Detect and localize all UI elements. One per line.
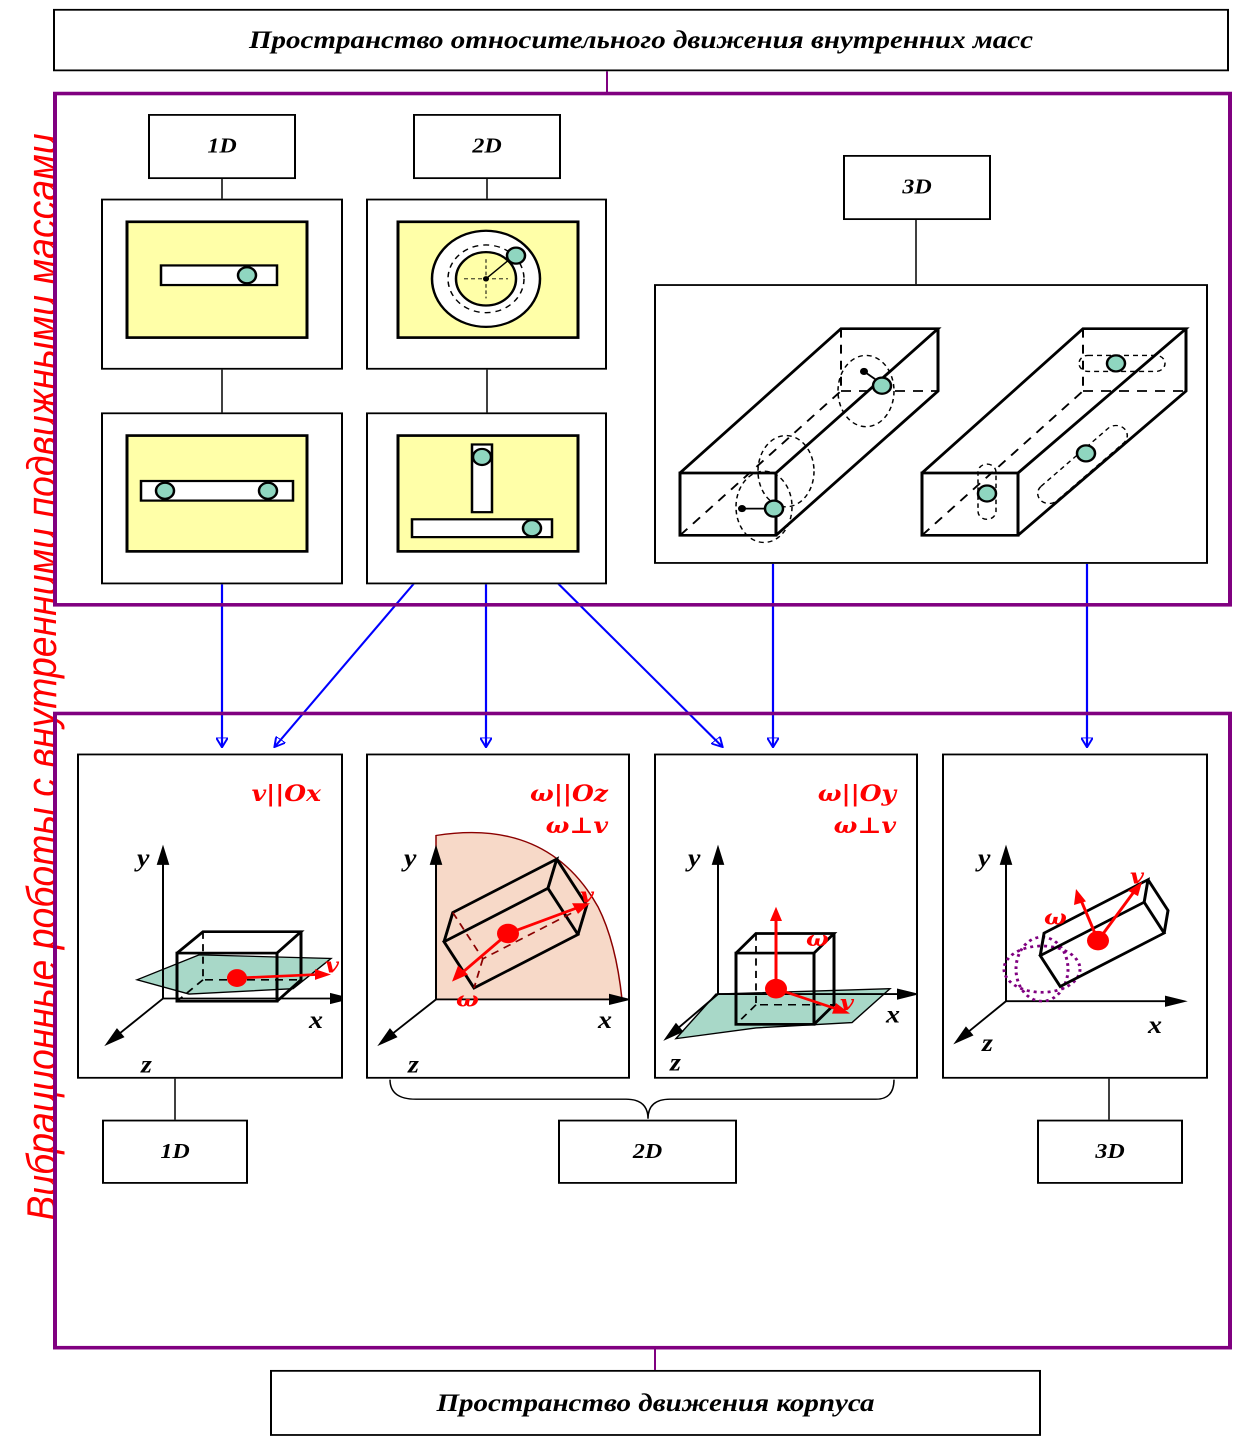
body-dim-3d: 3D — [1037, 1119, 1183, 1184]
vector-v: v — [840, 991, 855, 1015]
body-panel-4: ω v y x z — [942, 753, 1208, 1079]
mass-dim-3d: 3D — [843, 154, 991, 221]
formula-line: ω⊥v — [833, 812, 896, 839]
axis-z: z — [140, 1050, 153, 1077]
mass-ball — [1075, 444, 1097, 463]
axis-z: z — [981, 1028, 994, 1056]
axis-x: x — [885, 1000, 900, 1028]
mass-ball — [1105, 354, 1127, 373]
blue-arrows — [222, 562, 1087, 746]
formula-line: ω||Oz — [530, 780, 608, 807]
axis-z: z — [669, 1048, 682, 1076]
mass-ball — [257, 481, 279, 500]
axis-y: y — [975, 843, 991, 871]
axis-x: x — [1147, 1011, 1162, 1039]
mass-ball — [976, 484, 998, 503]
axis-y: y — [401, 843, 417, 871]
body-motion-group — [53, 711, 1232, 1350]
mass-dim-2d: 2D — [413, 114, 561, 180]
axis-z: z — [407, 1050, 420, 1077]
body-dim-1d: 1D — [102, 1119, 248, 1184]
vector-v: v — [325, 954, 340, 978]
body-panel-2: ω||Oz ω⊥v v ω y x z — [366, 753, 630, 1079]
body-3d-figure: ω v y x z — [953, 843, 1188, 1057]
vector-v: v — [1130, 865, 1145, 889]
vector-omega: ω — [806, 927, 829, 951]
bottom-title-box: Пространство движения корпуса — [270, 1369, 1041, 1436]
mass-panel-2d-perpendicular — [366, 412, 607, 585]
mass-panel-3d — [654, 284, 1208, 564]
mass-dim-1d: 1D — [148, 114, 296, 180]
ring-figure — [396, 220, 580, 339]
body-2d-oy-figure: ω v y x z — [663, 843, 916, 1076]
formula-line: v||Ox — [251, 780, 321, 807]
mass-ball — [871, 376, 893, 395]
top-title-box: Пространство относительного движения вну… — [53, 8, 1229, 72]
mass-ball — [521, 519, 543, 538]
axis-x: x — [308, 1005, 323, 1033]
mass-ball — [471, 447, 493, 467]
top-title: Пространство относительного движения вну… — [248, 25, 1034, 54]
mass-ball — [154, 481, 176, 500]
vector-omega: ω — [456, 988, 479, 1012]
brace — [389, 1079, 895, 1119]
vector-v: v — [580, 884, 595, 908]
3d-boxes-figure — [678, 327, 1190, 544]
mass-panel-2d-ring — [366, 198, 607, 370]
double-slot-figure — [125, 434, 309, 553]
single-slot-figure — [125, 220, 309, 339]
formula-line: ω||Oy — [817, 780, 896, 807]
body-2d-oz-figure: v ω y x z — [377, 831, 628, 1077]
mass-panel-1d-double — [101, 412, 343, 585]
mass-ball — [236, 266, 258, 285]
body-1d-figure: v y x z — [104, 843, 341, 1077]
formula-line: ω⊥v — [545, 812, 608, 839]
internal-mass-group — [53, 91, 1232, 607]
perpendicular-slots-figure — [396, 434, 580, 553]
mass-ball — [505, 246, 527, 265]
bottom-title: Пространство движения корпуса — [436, 1388, 875, 1417]
mass-ball — [763, 499, 785, 518]
axis-y: y — [685, 843, 701, 871]
mass-panel-1d-single — [101, 198, 343, 370]
body-panel-3: ω||Oy ω⊥v ω v y x z — [654, 753, 918, 1079]
axis-x: x — [597, 1005, 612, 1033]
body-dim-2d: 2D — [558, 1119, 737, 1184]
bottom-connector — [654, 1347, 656, 1371]
body-panel-1: v||Ox v y x z — [77, 753, 343, 1079]
vector-omega: ω — [1044, 906, 1067, 930]
axis-y: y — [134, 843, 150, 871]
connector-layer — [174, 70, 1110, 1121]
